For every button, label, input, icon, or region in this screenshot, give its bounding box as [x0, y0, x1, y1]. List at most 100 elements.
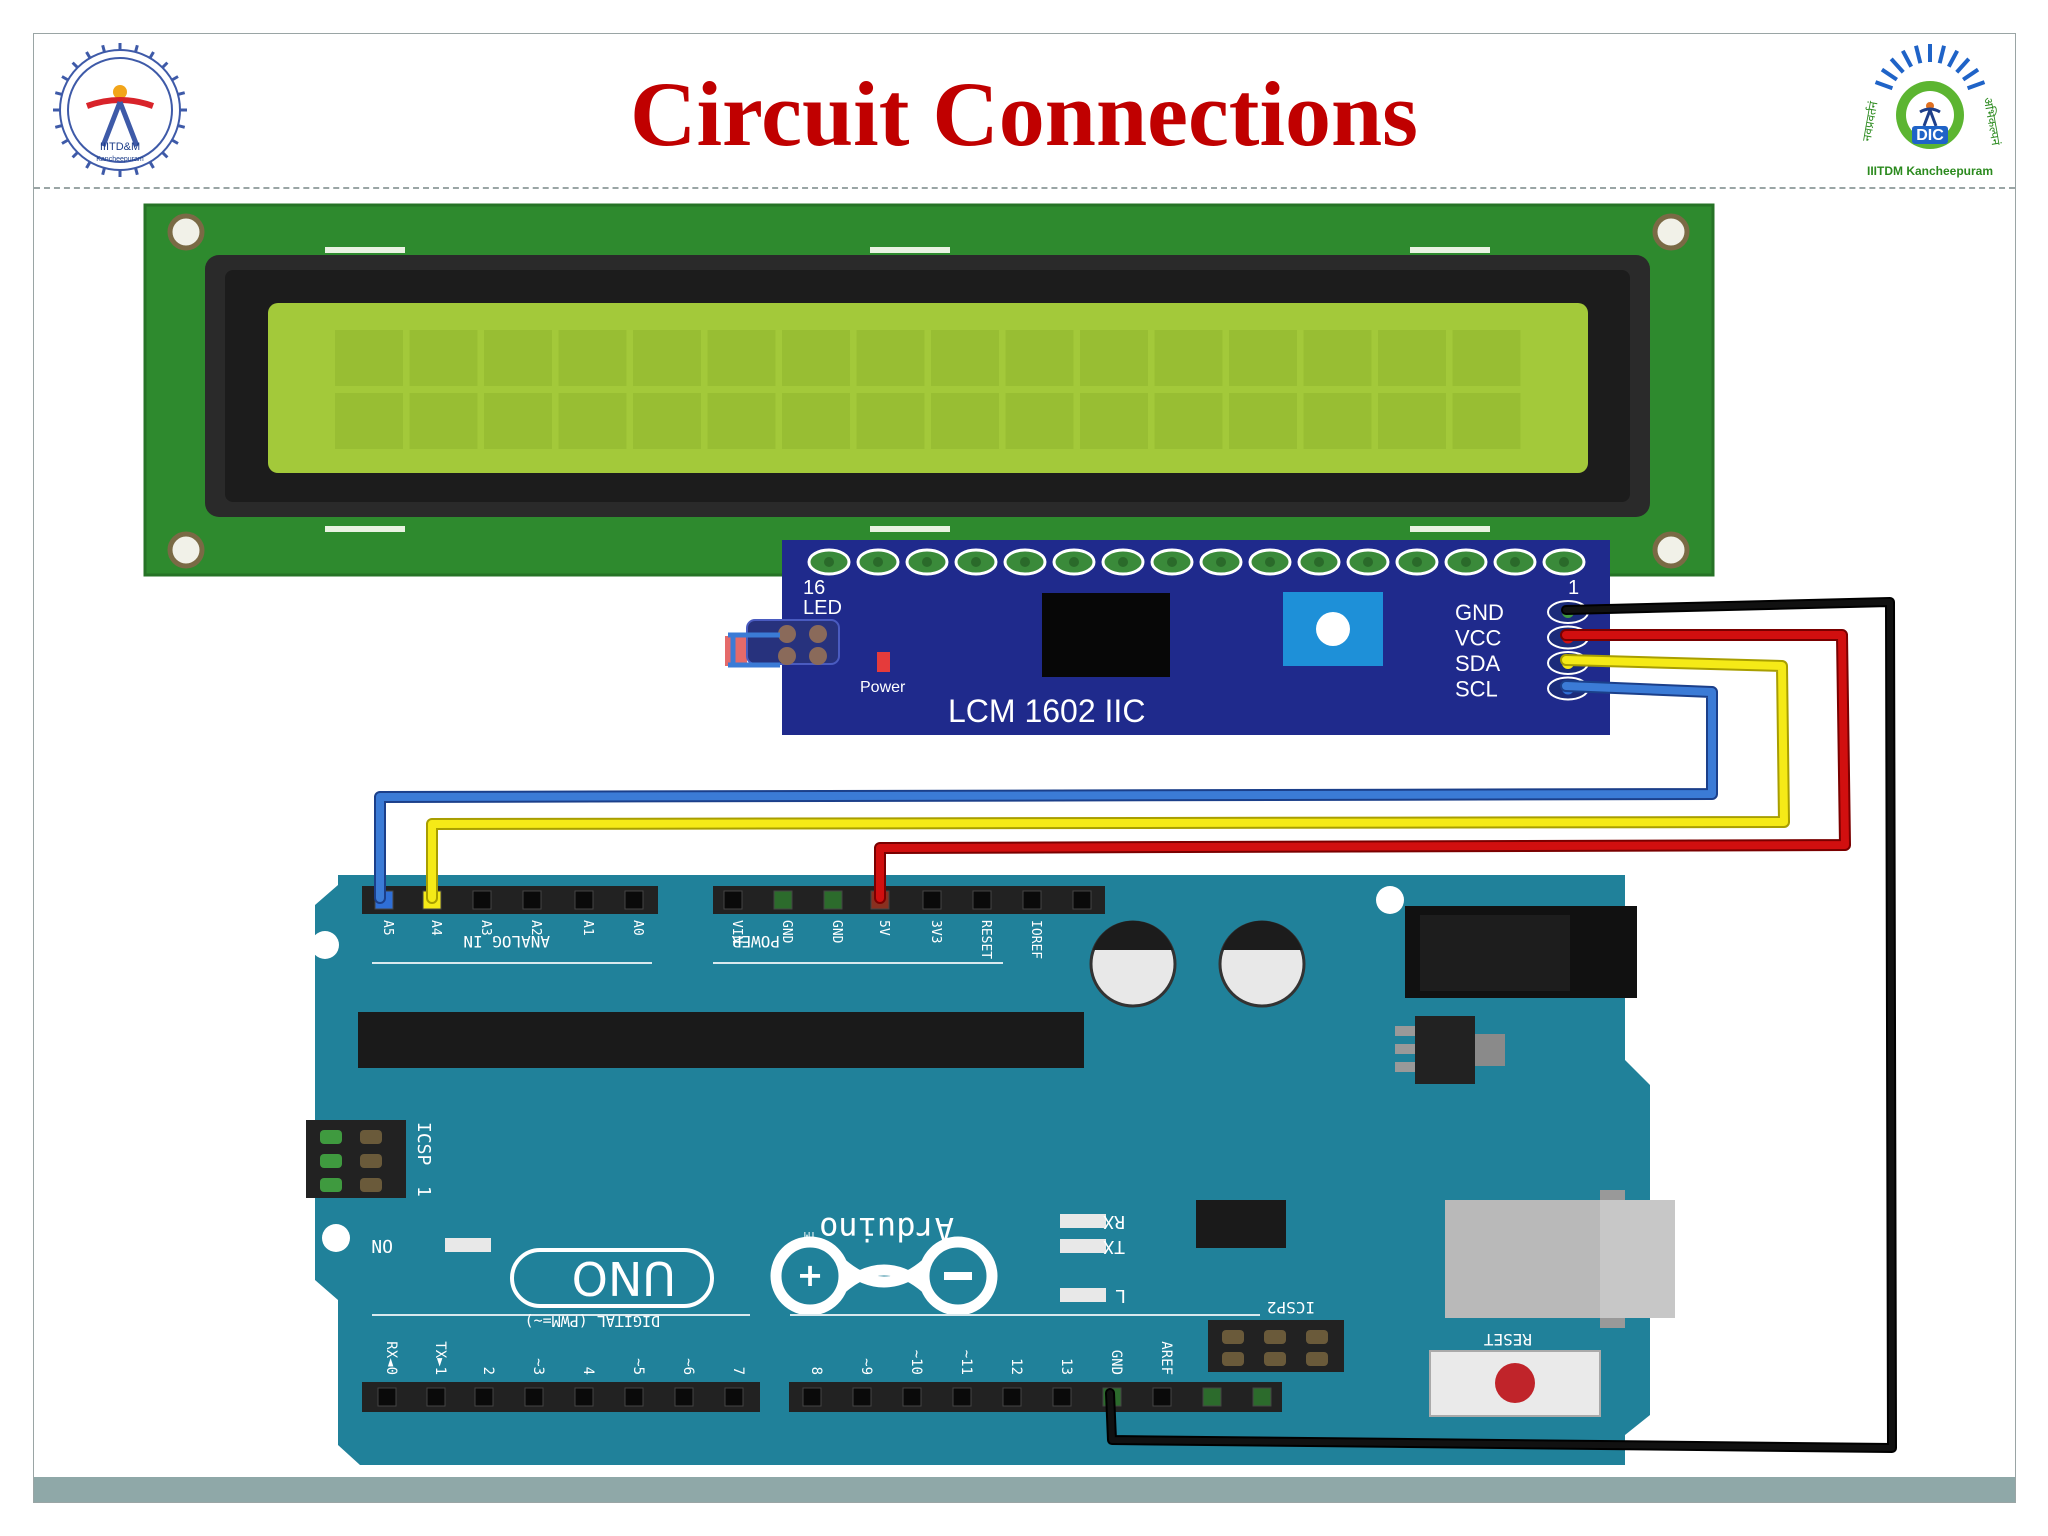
lcd-cell: [1005, 330, 1074, 386]
power-pin-label: GND: [829, 920, 844, 944]
arduino-tm: TM: [804, 1229, 816, 1240]
logo-right-left-script: नवप्रवर्तनं: [1860, 100, 1881, 142]
mount-holes: [167, 213, 1690, 569]
lcd-cell: [1452, 330, 1521, 386]
atmega-chip: [358, 1012, 1084, 1068]
power-pin-label: GND: [779, 920, 794, 944]
l-label: L: [1115, 1285, 1126, 1306]
uno-label: UNO: [572, 1251, 676, 1305]
dic-logo: DIC नवप्रवर्तनं अभिकल्पनं IIITDM Kanchee…: [1860, 44, 2003, 178]
power-header-label: POWER: [731, 932, 780, 951]
lcd-cell: [1452, 393, 1521, 449]
tx-led: [1060, 1239, 1106, 1253]
slide-title: Circuit Connections: [630, 63, 1418, 165]
digital-pin-label: 12: [1008, 1358, 1024, 1375]
tx-label: TX: [1103, 1236, 1125, 1257]
on-label: ON: [371, 1235, 393, 1256]
lcd-cell: [633, 330, 701, 386]
digital-pin-label: GND: [1108, 1350, 1124, 1375]
power-label: Power: [860, 679, 906, 696]
lcd-cell: [1378, 330, 1446, 386]
led-label: LED: [803, 597, 842, 619]
analog-pin-label: A4: [428, 920, 443, 936]
digital-pin-label: ~10: [908, 1350, 924, 1375]
lcd-cell: [1005, 393, 1074, 449]
lcd-cell: [782, 330, 850, 386]
voltage-regulator: [1415, 1016, 1475, 1084]
lcd-cell: [1303, 393, 1372, 449]
digital-pin-label: RX◄0: [383, 1341, 399, 1375]
lcd-cell: [707, 393, 776, 449]
vcc-wire: [874, 629, 1851, 904]
usb-chip: [1196, 1200, 1286, 1248]
svg-text:+: +: [797, 1256, 824, 1294]
lcd-character-grid: [335, 330, 1521, 449]
power-pin-label: 5V: [876, 920, 891, 936]
pin-16-label: 16: [803, 577, 825, 599]
lcd-cell: [931, 330, 999, 386]
arduino-infinity-logo: +: [770, 1236, 998, 1316]
lcd-cell: [856, 393, 925, 449]
digital-label: DIGITAL (PWM=~): [525, 1312, 660, 1330]
arduino-brand: Arduino: [819, 1210, 954, 1248]
analog-pin-label: A5: [380, 920, 395, 936]
digital-pin-label: ~6: [680, 1358, 696, 1375]
rx-led: [1060, 1214, 1106, 1228]
i2c-pin-label-vcc: VCC: [1455, 626, 1502, 651]
analog-pin-label: A2: [528, 920, 543, 936]
lcd-cell: [1154, 393, 1223, 449]
digital-pin-label: 8: [808, 1367, 824, 1375]
scl-wire: [374, 680, 1718, 904]
wires: [374, 597, 1897, 1453]
module-name: LCM 1602 IIC: [948, 693, 1145, 729]
lcd-cell: [931, 393, 999, 449]
lcd-cell: [633, 393, 701, 449]
i2c-pin-label-sda: SDA: [1455, 651, 1501, 676]
analog-in-label: ANALOG IN: [463, 932, 550, 951]
reset-label: RESET: [1483, 1330, 1532, 1349]
digital-pin-label: 4: [580, 1367, 596, 1375]
analog-pin-label: A1: [580, 920, 595, 936]
logo-right-subtext: IIITDM Kancheepuram: [1867, 164, 1993, 178]
lcd-cell: [1154, 330, 1223, 386]
i2c-chip: [1042, 593, 1170, 677]
lcd-cell: [558, 330, 627, 386]
slide-frame: [33, 33, 2016, 1503]
sda-wire: [426, 654, 1790, 904]
icsp2-label: ICSP2: [1267, 1298, 1315, 1317]
digital-pin-label: ~5: [630, 1358, 646, 1375]
i2c-pin-label-scl: SCL: [1455, 677, 1498, 702]
lcd-cell: [1303, 330, 1372, 386]
lcd-cell: [409, 393, 478, 449]
power-pin-label: IOREF: [1028, 920, 1043, 959]
logo-right-text: DIC: [1916, 127, 1944, 144]
digital-pin-label: 2: [480, 1367, 496, 1375]
digital-pin-label: ~9: [858, 1358, 874, 1375]
lcd-cell: [484, 330, 552, 386]
lcd-cell: [707, 330, 776, 386]
power-pin-label: 3V3: [928, 920, 943, 943]
gnd-wire: [1105, 597, 1897, 1453]
lcd-cell: [558, 393, 627, 449]
power-led: [877, 652, 890, 672]
lcd-cell: [1229, 330, 1297, 386]
lcd-cell: [484, 393, 552, 449]
power-pin-label: VIN: [729, 920, 744, 943]
header-divider: [34, 187, 2015, 189]
lcd-cell: [335, 393, 403, 449]
logo-left-subtext: Kancheepuram: [96, 156, 144, 163]
iiitdm-logo: IIITD&M Kancheepuram: [53, 43, 187, 177]
lcd-cell: [856, 330, 925, 386]
rx-label: RX: [1103, 1211, 1125, 1232]
footer-band: [34, 1477, 2015, 1502]
digital-pin-label: TX►1: [432, 1341, 448, 1375]
digital-pin-label: 7: [730, 1367, 746, 1375]
digital-pin-label: 13: [1058, 1358, 1074, 1375]
digital-pin-label: AREF: [1158, 1341, 1174, 1375]
lcd-cell: [1229, 393, 1297, 449]
lcd-cell: [782, 393, 850, 449]
lcd-display: [143, 203, 1715, 577]
